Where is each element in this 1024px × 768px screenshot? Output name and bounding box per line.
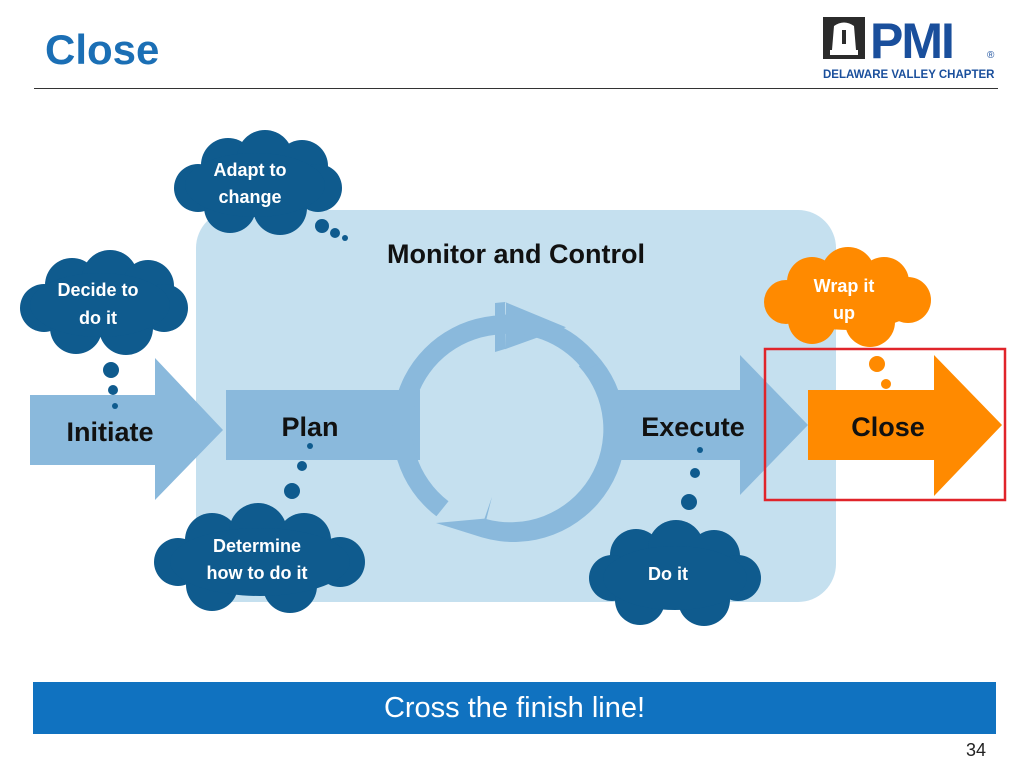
thought-cloud-close: Wrap it up xyxy=(764,247,931,389)
footer-text: Cross the finish line! xyxy=(383,691,646,724)
title-divider xyxy=(34,88,998,89)
thought-cloud-plan: Determine how to do it xyxy=(154,443,365,613)
monitor-control-label: Monitor and Control xyxy=(387,239,645,269)
phase-plan-label: Plan xyxy=(281,412,338,442)
phase-execute-label: Execute xyxy=(641,412,745,442)
pmi-logo: PMI ® DELAWARE VALLEY CHAPTER xyxy=(823,14,995,81)
thought-initiate-line2: do it xyxy=(79,308,117,328)
slide-title: Close xyxy=(45,26,160,73)
close-highlight-box xyxy=(763,347,1007,502)
thought-cloud-initiate: Decide to do it xyxy=(20,250,188,409)
thought-close-line2: up xyxy=(833,303,855,323)
thought-initiate-line1: Decide to xyxy=(57,280,138,300)
plan-bar xyxy=(226,390,420,460)
page-number: 34 xyxy=(965,740,986,760)
phase-close-label: Close xyxy=(851,412,925,442)
thought-cloud-execute: Do it xyxy=(589,447,761,626)
monitor-control-panel xyxy=(196,210,836,602)
liberty-bell-icon xyxy=(823,17,865,59)
initiate-arrow xyxy=(30,358,223,500)
logo-chapter: DELAWARE VALLEY CHAPTER xyxy=(823,69,995,81)
thought-monitor-line2: change xyxy=(218,187,281,207)
logo-wordmark: PMI xyxy=(870,14,953,69)
thought-execute-line1: Do it xyxy=(648,564,688,584)
close-arrow xyxy=(808,355,1002,496)
thought-cloud-monitor: Adapt to change xyxy=(174,130,348,241)
footer-banner: Cross the finish line! xyxy=(33,682,996,734)
thought-plan-line1: Determine xyxy=(213,536,301,556)
thought-close-line1: Wrap it xyxy=(814,276,875,296)
monitor-cycle xyxy=(392,302,626,542)
thought-monitor-line1: Adapt to xyxy=(214,160,287,180)
thought-plan-line2: how to do it xyxy=(207,563,308,583)
registered-mark: ® xyxy=(987,50,995,61)
phase-initiate-label: Initiate xyxy=(66,417,153,447)
execute-arrow xyxy=(612,355,808,495)
